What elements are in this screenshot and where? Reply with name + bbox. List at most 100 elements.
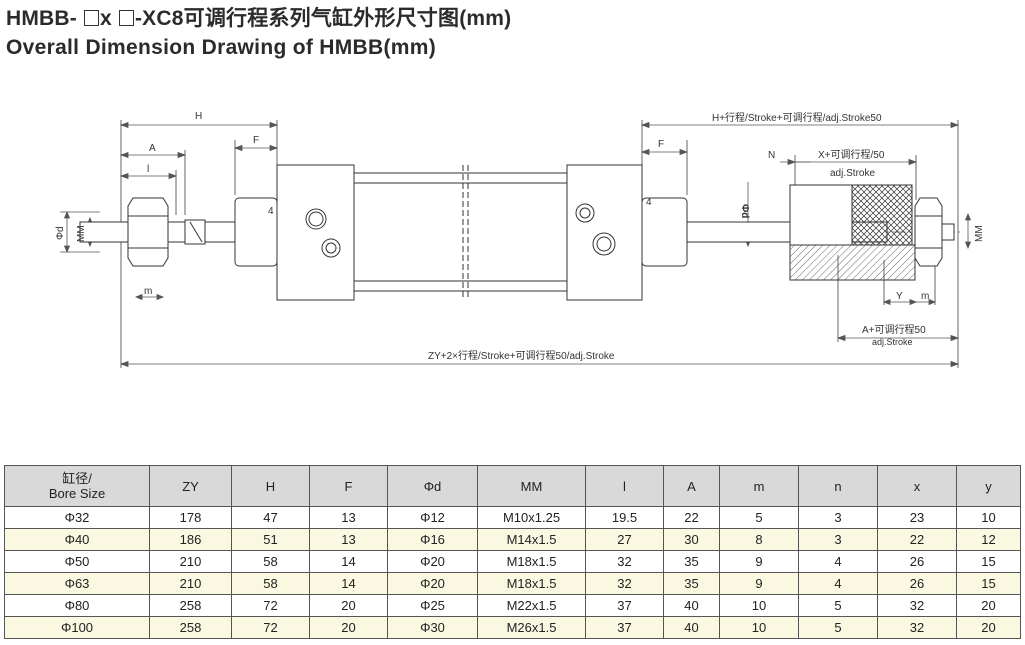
column-header: n bbox=[798, 465, 878, 507]
table-cell: 72 bbox=[231, 594, 310, 617]
table-cell: 32 bbox=[585, 572, 664, 595]
table-cell: Φ12 bbox=[387, 506, 478, 529]
table-cell: 20 bbox=[956, 616, 1021, 639]
label-N: N bbox=[768, 150, 775, 161]
label-F-left: F bbox=[253, 135, 259, 146]
column-header: l bbox=[585, 465, 664, 507]
column-header: F bbox=[309, 465, 388, 507]
title-prefix: HMBB- bbox=[6, 7, 77, 30]
table-cell: 20 bbox=[309, 594, 388, 617]
table-cell: 13 bbox=[309, 506, 388, 529]
table-cell: 37 bbox=[585, 594, 664, 617]
table-cell: 26 bbox=[877, 572, 957, 595]
title-chinese: HMBB- x -XC8可调行程系列气缸外形尺寸图(mm) bbox=[6, 2, 511, 32]
label-adj-stroke: adj.Stroke bbox=[830, 168, 875, 179]
label-phi-d-right: Φd bbox=[739, 204, 750, 218]
table-cell: 9 bbox=[719, 550, 799, 573]
barrel bbox=[353, 172, 568, 292]
column-header: 缸径/Bore Size bbox=[4, 465, 150, 507]
label-MM-right: MM bbox=[974, 225, 985, 242]
table-cell: 8 bbox=[719, 528, 799, 551]
table-cell: 5 bbox=[798, 594, 878, 617]
table-cell: 72 bbox=[231, 616, 310, 639]
table-cell: 58 bbox=[231, 550, 310, 573]
label-Y: Y bbox=[896, 291, 903, 302]
column-header: ZY bbox=[149, 465, 232, 507]
column-header: H bbox=[231, 465, 310, 507]
table-cell: M18x1.5 bbox=[477, 550, 586, 573]
table-cell: 26 bbox=[877, 550, 957, 573]
table-cell: 14 bbox=[309, 550, 388, 573]
label-phi-d-left: Φd bbox=[55, 226, 66, 240]
table-cell: 10 bbox=[956, 506, 1021, 529]
table-cell: 40 bbox=[663, 594, 720, 617]
title-suffix: -XC8可调行程系列气缸外形尺寸图(mm) bbox=[134, 7, 512, 30]
nut-right bbox=[914, 197, 943, 267]
label-H: H bbox=[195, 111, 202, 122]
table-cell: 51 bbox=[231, 528, 310, 551]
table-cell: 10 bbox=[719, 594, 799, 617]
table-cell: 186 bbox=[149, 528, 232, 551]
label-m-left: m bbox=[144, 286, 152, 297]
table-cell: 22 bbox=[877, 528, 957, 551]
table-cell: 12 bbox=[956, 528, 1021, 551]
knurled-knob bbox=[851, 184, 913, 246]
table-cell: 10 bbox=[719, 616, 799, 639]
table-cell: 258 bbox=[149, 594, 232, 617]
table-cell: Φ30 bbox=[387, 616, 478, 639]
table-cell: Φ32 bbox=[4, 506, 150, 529]
table-cell: 19.5 bbox=[585, 506, 664, 529]
table-cell: 4 bbox=[798, 550, 878, 573]
table-cell: Φ16 bbox=[387, 528, 478, 551]
table-cell: 30 bbox=[663, 528, 720, 551]
label-ZY: ZY+2×行程/Stroke+可调行程50/adj.Stroke bbox=[428, 349, 615, 362]
table-cell: 22 bbox=[663, 506, 720, 529]
bushing-right bbox=[641, 197, 688, 267]
table-cell: M10x1.25 bbox=[477, 506, 586, 529]
table-cell: M18x1.5 bbox=[477, 572, 586, 595]
placeholder-box-stroke bbox=[118, 10, 134, 26]
table-cell: 40 bbox=[663, 616, 720, 639]
table-cell: Φ20 bbox=[387, 550, 478, 573]
adj-sleeve bbox=[789, 244, 916, 281]
table-cell: 20 bbox=[956, 594, 1021, 617]
end-cap-left bbox=[276, 164, 355, 301]
table-cell: 32 bbox=[877, 616, 957, 639]
table-cell: 5 bbox=[719, 506, 799, 529]
title-english: Overall Dimension Drawing of HMBB(mm) bbox=[6, 36, 436, 59]
table-cell: 4 bbox=[798, 572, 878, 595]
table-cell: 37 bbox=[585, 616, 664, 639]
table-cell: 178 bbox=[149, 506, 232, 529]
table-cell: 210 bbox=[149, 550, 232, 573]
column-header: A bbox=[663, 465, 720, 507]
table-cell: Φ50 bbox=[4, 550, 150, 573]
label-F-right: F bbox=[658, 139, 664, 150]
table-cell: 58 bbox=[231, 572, 310, 595]
table-cell: 32 bbox=[585, 550, 664, 573]
label-4-right: 4 bbox=[646, 197, 652, 208]
table-cell: 3 bbox=[798, 528, 878, 551]
table-cell: 15 bbox=[956, 572, 1021, 595]
label-A: A bbox=[149, 143, 156, 154]
label-H-stroke: H+行程/Stroke+可调行程/adj.Stroke50 bbox=[712, 111, 882, 124]
column-header: MM bbox=[477, 465, 586, 507]
table-cell: 35 bbox=[663, 550, 720, 573]
table-cell: 32 bbox=[877, 594, 957, 617]
nut-left bbox=[127, 197, 169, 267]
table-cell: 15 bbox=[956, 550, 1021, 573]
end-cap-right bbox=[566, 164, 643, 301]
table-cell: 13 bbox=[309, 528, 388, 551]
table-cell: Φ25 bbox=[387, 594, 478, 617]
dimension-drawing: H A l F 4 Φd MM m H+行程/Stroke+可调行程/adj.S… bbox=[55, 111, 985, 368]
table-cell: 20 bbox=[309, 616, 388, 639]
table-cell: 3 bbox=[798, 506, 878, 529]
table-cell: 5 bbox=[798, 616, 878, 639]
table-cell: Φ63 bbox=[4, 572, 150, 595]
table-cell: M22x1.5 bbox=[477, 594, 586, 617]
table-cell: 27 bbox=[585, 528, 664, 551]
label-4-left: 4 bbox=[268, 206, 274, 217]
